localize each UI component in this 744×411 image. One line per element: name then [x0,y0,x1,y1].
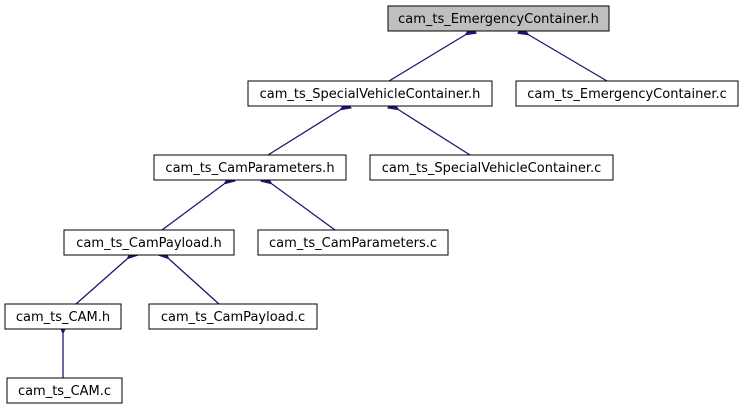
node-special-vehicle-container-c[interactable]: cam_ts_SpecialVehicleContainer.c [369,154,614,181]
node-label: cam_ts_CAM.c [18,384,111,399]
edge-special-c-to-special-h [387,99,471,156]
node-cam-parameters-h[interactable]: cam_ts_CamParameters.h [153,154,347,181]
node-cam-payload-c[interactable]: cam_ts_CamPayload.c [148,303,318,330]
nodes: cam_ts_EmergencyContainer.h cam_ts_Speci… [4,5,739,404]
node-emergency-container-h[interactable]: cam_ts_EmergencyContainer.h [387,5,610,32]
node-cam-h[interactable]: cam_ts_CAM.h [4,303,122,330]
edge-emergency-c-to-emergency-h [516,25,608,82]
node-cam-c[interactable]: cam_ts_CAM.c [6,377,123,404]
node-special-vehicle-container-h[interactable]: cam_ts_SpecialVehicleContainer.h [247,80,493,107]
node-label: cam_ts_SpecialVehicleContainer.h [260,87,481,102]
node-label: cam_ts_EmergencyContainer.h [398,12,599,27]
node-label: cam_ts_CamParameters.h [165,161,334,176]
node-cam-parameters-c[interactable]: cam_ts_CamParameters.c [257,229,449,256]
node-label: cam_ts_CamPayload.c [161,310,305,325]
node-label: cam_ts_CAM.h [16,310,110,325]
edges [58,25,608,378]
edge-special-h-to-emergency-h [388,25,477,82]
node-label: cam_ts_CamParameters.c [269,236,437,251]
node-emergency-container-c[interactable]: cam_ts_EmergencyContainer.c [515,80,739,107]
edge-params-h-to-special-h [267,99,352,156]
edge-payload-h-to-params-h [161,173,236,231]
node-cam-payload-h[interactable]: cam_ts_CamPayload.h [63,229,235,256]
node-label: cam_ts_SpecialVehicleContainer.c [382,161,602,176]
edge-params-c-to-params-h [260,173,336,231]
node-label: cam_ts_EmergencyContainer.c [527,87,727,102]
edge-payload-c-to-payload-h [157,247,220,305]
node-label: cam_ts_CamPayload.h [76,236,221,251]
edge-cam-h-to-payload-h [75,247,139,305]
